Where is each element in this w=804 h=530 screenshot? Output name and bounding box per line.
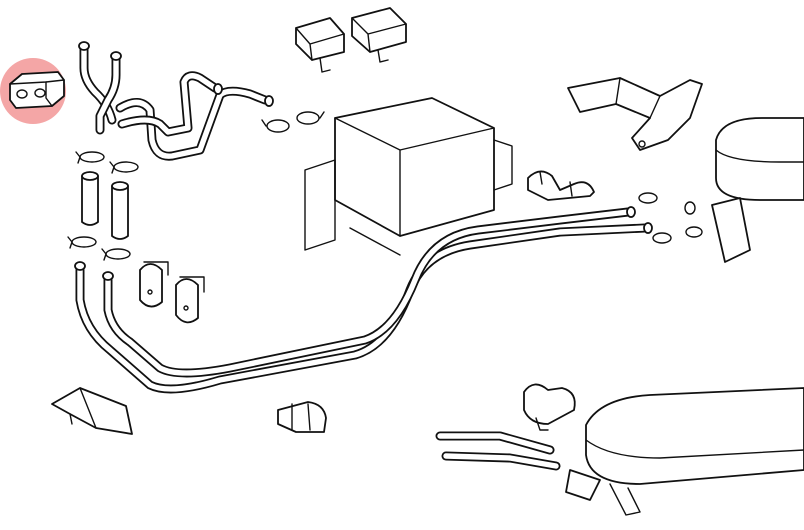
mid-pipe-holder [527,170,595,201]
mounting-bracket-upper-right [567,77,703,151]
main-heater-pipes [74,206,653,394]
bottom-center-clip [277,401,327,433]
highlighted-mounting-pad[interactable] [0,58,66,124]
pipe-holder-clips [139,261,205,324]
center-hose-clamps [261,111,325,133]
hose-sleeves [81,171,129,240]
top-clip-brackets [295,7,407,73]
muffler-lower [435,387,804,516]
hose-clamps-upper [75,151,139,174]
muffler-upper [638,117,804,263]
bottom-left-bracket [51,387,133,435]
hose-clamps-lower [67,236,131,261]
heater-unit [304,97,513,256]
lower-right-clip [523,383,576,431]
upper-bent-pipes [78,41,274,161]
